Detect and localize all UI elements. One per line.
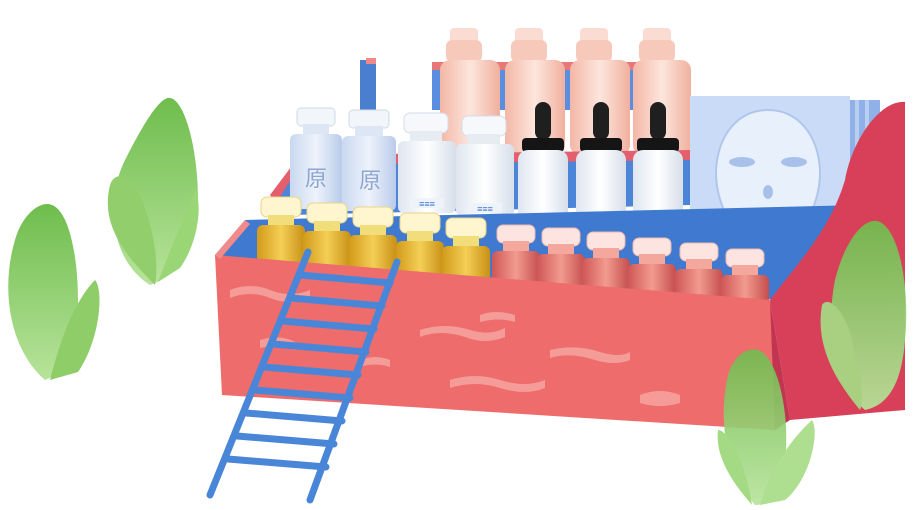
glass-vial: 原: [290, 107, 342, 209]
lettuce-leaf-icon: [8, 204, 100, 380]
dropper-bottle: [518, 102, 568, 225]
glass-vial: 原: [342, 109, 396, 211]
vial-label: ≡≡≡: [477, 204, 493, 214]
amber-vial: [303, 202, 351, 273]
glass-vials-row: 原 原 ≡≡≡ ≡≡≡: [290, 102, 683, 225]
amber-vial: [349, 206, 397, 275]
peach-bottle: [505, 28, 565, 155]
amber-vial: [396, 212, 444, 279]
vial-label: 原: [359, 169, 381, 194]
lettuce-leaf-icon: [820, 220, 907, 410]
amber-vials-row: [257, 196, 490, 282]
lettuce-leaf-icon: [107, 97, 199, 285]
amber-vial: [257, 196, 305, 270]
dropper-bottle: [633, 102, 683, 225]
red-vial: [492, 224, 540, 287]
vial-label: 原: [305, 167, 327, 192]
white-vial: ≡≡≡: [398, 112, 456, 213]
red-vial: [582, 231, 630, 294]
white-vial: ≡≡≡: [456, 115, 514, 216]
amber-vial: [442, 217, 490, 282]
red-vial: [537, 227, 585, 290]
dropper-bottle: [576, 102, 626, 225]
ladder-icon: [206, 248, 401, 504]
vial-label: ≡≡≡: [419, 199, 435, 209]
lettuce-leaf-icon: [717, 349, 815, 505]
